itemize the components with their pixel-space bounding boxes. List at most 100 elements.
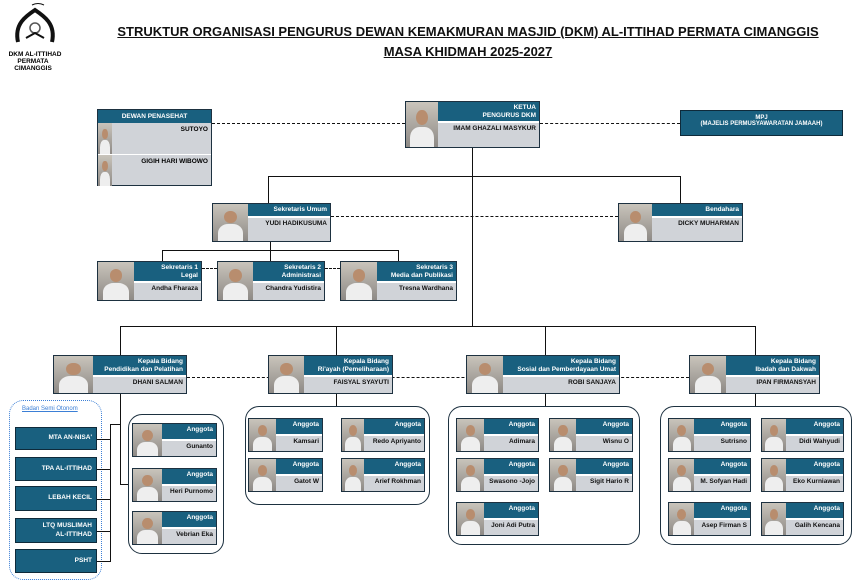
card-kepala-bidang-3: Kepala Bidang Sosial dan Pemberdayaan Um… — [466, 355, 620, 394]
logo-line-1: DKM AL-ITTIHAD — [8, 51, 62, 58]
member-photo — [467, 356, 503, 393]
connector-dashed — [187, 377, 689, 378]
semi-otonom-unit: LTQ MUSLIMAH AL-ITTIHAD — [15, 518, 97, 543]
member-photo — [669, 503, 694, 535]
connector-dashed — [331, 216, 618, 217]
member-photo — [550, 459, 576, 491]
card-name: Heri Purnomo — [170, 488, 213, 495]
semi-otonom-unit: PSHT — [15, 549, 97, 573]
dewan-penasehat-member: GIGIH HARI WIBOWO — [98, 155, 211, 186]
card-role: Anggota — [162, 512, 216, 529]
card-role: Anggota — [694, 419, 750, 436]
connector — [110, 424, 121, 425]
page-subtitle: MASA KHIDMAH 2025-2027 — [383, 44, 553, 59]
card-name: DICKY MUHARMAN — [678, 220, 739, 227]
card-role: Anggota — [162, 469, 216, 486]
member-photo — [98, 155, 112, 186]
card-role: Kepala Bidang Ri'ayah (Pemeliharaan) — [304, 356, 392, 377]
card-role: Anggota — [576, 419, 632, 436]
card-name: Sutrisno — [720, 438, 747, 445]
connector — [268, 176, 681, 177]
card-name: Gatot W — [294, 478, 319, 485]
card-name: Joni Adi Putra — [491, 522, 535, 529]
card-name: Galih Kencana — [794, 522, 840, 529]
member-photo — [133, 424, 162, 456]
connector — [97, 439, 111, 440]
dewan-penasehat-box: DEWAN PENASEHAT SUTOYO GIGIH HARI WIBOWO — [97, 109, 212, 186]
card-name: DHANI SALMAN — [132, 379, 183, 386]
connector — [120, 326, 121, 355]
card-role: Anggota — [786, 503, 843, 520]
member-photo — [669, 459, 694, 491]
member-photo — [762, 419, 786, 451]
card-role: Kepala Bidang Ibadah dan Dakwah — [726, 356, 819, 377]
connector — [120, 326, 756, 327]
semi-otonom-unit: LEBAH KECIL — [15, 486, 97, 511]
anggota-group-sosial — [448, 406, 640, 545]
dewan-penasehat-title: DEWAN PENASEHAT — [98, 110, 211, 123]
connector — [680, 176, 681, 203]
member-photo — [213, 204, 248, 241]
semi-otonom-unit: TPA AL-ITTIHAD — [15, 457, 97, 481]
card-role: Anggota — [276, 419, 322, 436]
connector — [110, 424, 111, 561]
mpj-label: MPJ — [755, 115, 768, 121]
card-kepala-bidang-2: Kepala Bidang Ri'ayah (Pemeliharaan)FAIS… — [268, 355, 393, 394]
dkm-logo: DKM AL-ITTIHAD PERMATA CIMANGGIS — [4, 2, 66, 72]
connector — [472, 148, 473, 327]
connector-dashed — [212, 123, 405, 124]
badan-semi-otonom-title: Badan Semi Otonom — [22, 406, 78, 412]
member-photo — [218, 262, 253, 300]
member-photo — [762, 459, 786, 491]
card-name: Sigit Hario R — [589, 478, 629, 485]
anggota-group-ibadah — [660, 406, 852, 545]
member-photo — [249, 459, 276, 491]
dewan-penasehat-member: SUTOYO — [98, 123, 211, 155]
semi-otonom-unit: MTA AN-NISA' — [15, 427, 97, 450]
card-role: Anggota — [694, 459, 750, 476]
member-photo — [406, 102, 438, 147]
connector — [545, 326, 546, 355]
connector — [270, 250, 271, 262]
member-photo — [457, 419, 484, 451]
member-photo — [342, 419, 364, 451]
card-name: IMAM GHAZALI MASYKUR — [453, 125, 536, 132]
card-role: Anggota — [364, 419, 424, 436]
anggota-group-riayah — [245, 406, 430, 505]
connector — [120, 484, 129, 485]
member-photo — [249, 419, 276, 451]
member-photo — [133, 512, 162, 544]
member-photo — [98, 123, 112, 154]
card-role: Sekretaris 2 Administrasi — [253, 262, 324, 283]
card-role: Anggota — [786, 459, 843, 476]
card-name: Swasono -Jojo — [489, 478, 535, 485]
member-photo — [54, 356, 93, 393]
connector — [162, 250, 163, 262]
connector — [268, 176, 269, 203]
logo-line-2: PERMATA CIMANGGIS — [14, 58, 52, 72]
member-name: GIGIH HARI WIBOWO — [141, 158, 208, 165]
connector — [120, 394, 121, 485]
card-name: Asep Firman S — [701, 522, 747, 529]
member-photo — [98, 262, 134, 300]
connector — [336, 394, 337, 406]
member-photo — [550, 419, 576, 451]
card-name: Andha Fharaza — [151, 285, 198, 292]
